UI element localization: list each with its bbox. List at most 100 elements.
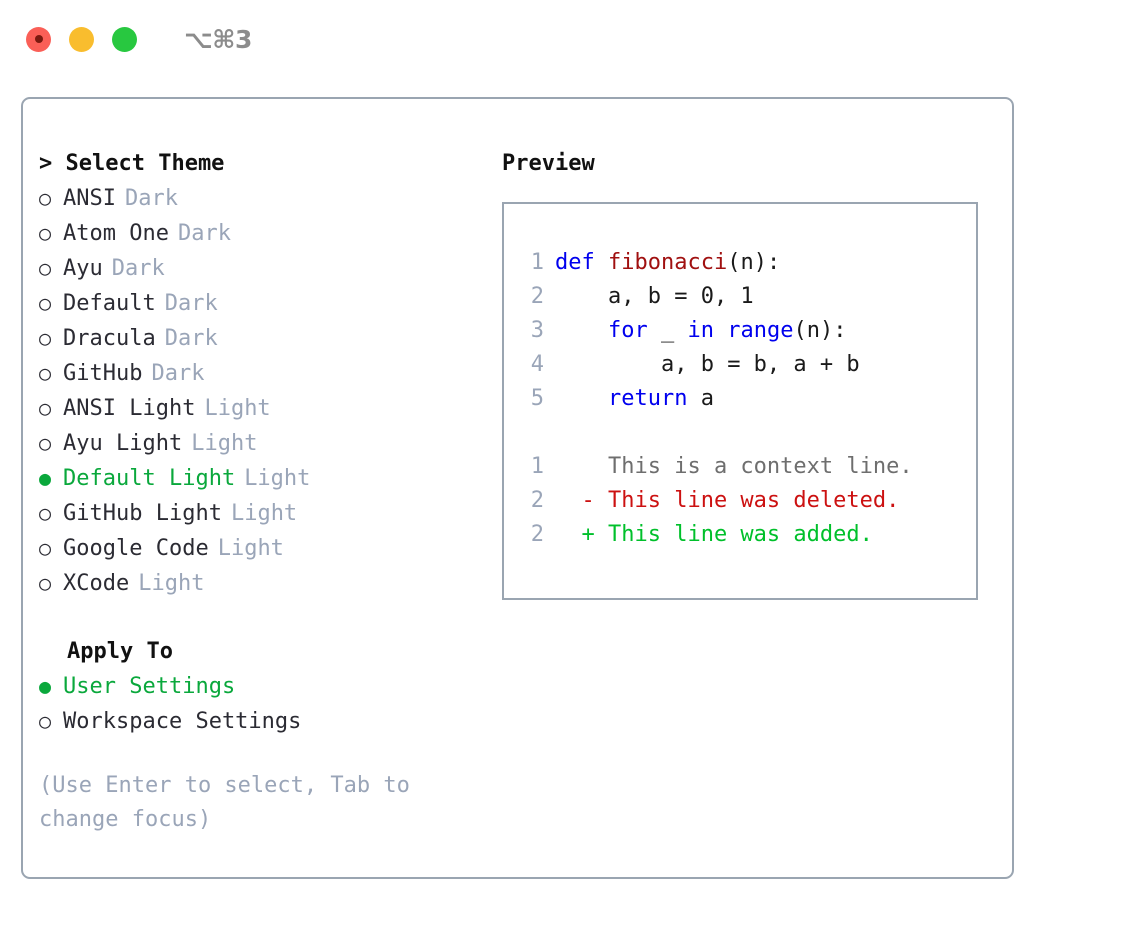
diff-line-number: 1 [530, 454, 544, 479]
diff-line-ctx: 1 This is a context line. [518, 450, 976, 484]
radio-unselected-icon: ○ [39, 396, 52, 420]
window-title: ⌥⌘3 [184, 24, 252, 54]
code-line-text: a, b = b, a + b [555, 348, 860, 382]
theme-option-tag: Dark [164, 291, 218, 316]
apply-to-option-list: ● User Settings ○ Workspace Settings [39, 669, 479, 739]
radio-unselected-icon: ○ [39, 256, 52, 280]
code-plain: _ [647, 318, 688, 343]
theme-option-xcode[interactable]: ○ XCode Light [39, 566, 479, 601]
code-line-number: 4 [530, 352, 544, 377]
apply-to-header: Apply To [67, 639, 173, 664]
theme-option-label: Google Code [63, 536, 209, 561]
theme-option-label: GitHub [63, 361, 143, 386]
code-plain [714, 318, 727, 343]
theme-option-label: Atom One [63, 221, 169, 246]
radio-unselected-icon: ○ [39, 571, 52, 595]
code-line-text: return a [555, 382, 714, 416]
theme-option-tag: Light [230, 501, 298, 526]
radio-unselected-icon: ○ [39, 431, 52, 455]
code-line: 5 return a [518, 382, 976, 416]
code-function-name: fibonacci [608, 250, 728, 275]
radio-unselected-icon: ○ [39, 501, 52, 525]
theme-option-tag: Light [244, 466, 311, 491]
maximize-window-button[interactable] [112, 26, 137, 52]
theme-option-tag: Dark [177, 221, 231, 246]
code-line-text: def fibonacci(n): [555, 246, 780, 280]
code-line: 3 for _ in range(n): [518, 314, 976, 348]
code-line-text: for _ in range(n): [555, 314, 846, 348]
radio-unselected-icon: ○ [39, 536, 52, 560]
close-window-button[interactable] [26, 26, 51, 52]
apply-to-option-user-settings[interactable]: ● User Settings [39, 669, 479, 704]
code-plain: a, b = 0, 1 [607, 284, 754, 309]
diff-line-text: This is a context line. [555, 454, 913, 479]
theme-option-label: Default Light [63, 466, 236, 491]
traffic-light-group [26, 26, 137, 52]
title-bar: ⌥⌘3 [0, 0, 1140, 78]
theme-option-label: Default [63, 291, 156, 316]
code-line-number: 2 [530, 284, 544, 309]
diff-line-text: - This line was deleted. [555, 488, 900, 513]
theme-option-tag: Dark [164, 326, 218, 351]
diff-sample: 1 This is a context line.2 - This line w… [518, 450, 976, 552]
radio-selected-icon: ● [39, 466, 52, 490]
theme-option-tag: Dark [124, 186, 178, 211]
list-spacer [39, 601, 479, 635]
code-keyword: return [607, 386, 688, 411]
radio-unselected-icon: ○ [39, 326, 52, 350]
diff-line-del: 2 - This line was deleted. [518, 484, 976, 518]
theme-option-default[interactable]: ○ Default Dark [39, 286, 479, 321]
code-line-number: 5 [530, 386, 544, 411]
theme-option-tag: Light [138, 571, 205, 596]
diff-line-add: 2 + This line was added. [518, 518, 976, 552]
minimize-window-button[interactable] [69, 26, 94, 52]
code-plain: a [687, 386, 714, 411]
theme-option-label: Ayu [63, 256, 103, 281]
radio-unselected-icon: ○ [39, 709, 52, 733]
theme-option-label: GitHub Light [63, 501, 222, 526]
apply-to-option-label: Workspace Settings [63, 709, 302, 734]
theme-option-ayu-light[interactable]: ○ Ayu Light Light [39, 426, 479, 461]
theme-option-label: ANSI [63, 186, 116, 211]
theme-option-ansi[interactable]: ○ ANSI Dark [39, 181, 479, 216]
theme-option-tag: Light [191, 431, 258, 456]
radio-unselected-icon: ○ [39, 361, 52, 385]
diff-line-text: + This line was added. [555, 522, 873, 547]
theme-option-label: XCode [63, 571, 130, 596]
theme-option-google-code[interactable]: ○ Google Code Light [39, 531, 479, 566]
theme-option-tag: Dark [151, 361, 205, 386]
apply-to-option-label: User Settings [63, 674, 236, 699]
radio-selected-icon: ● [39, 674, 52, 698]
theme-option-github[interactable]: ○ GitHub Dark [39, 356, 479, 391]
radio-unselected-icon: ○ [39, 291, 52, 315]
theme-option-default-light[interactable]: ● Default Light Light [39, 461, 479, 496]
code-line: 4 a, b = b, a + b [518, 348, 976, 382]
radio-unselected-icon: ○ [39, 186, 52, 210]
code-plain [595, 250, 608, 275]
code-line: 2 a, b = 0, 1 [518, 280, 976, 314]
diff-line-number: 2 [530, 522, 544, 547]
apply-to-option-workspace-settings[interactable]: ○ Workspace Settings [39, 704, 479, 739]
code-plain: (n): [727, 250, 781, 275]
theme-option-label: Ayu Light [63, 431, 183, 456]
code-plain: (n): [793, 318, 847, 343]
theme-option-tag: Light [217, 536, 284, 561]
theme-option-github-light[interactable]: ○ GitHub Light Light [39, 496, 479, 531]
code-keyword: in [687, 318, 714, 343]
code-keyword: range [727, 318, 794, 343]
preview-title: Preview [502, 151, 595, 176]
theme-option-label: ANSI Light [63, 396, 196, 421]
code-line-number: 1 [530, 250, 544, 275]
code-keyword: for [607, 318, 648, 343]
